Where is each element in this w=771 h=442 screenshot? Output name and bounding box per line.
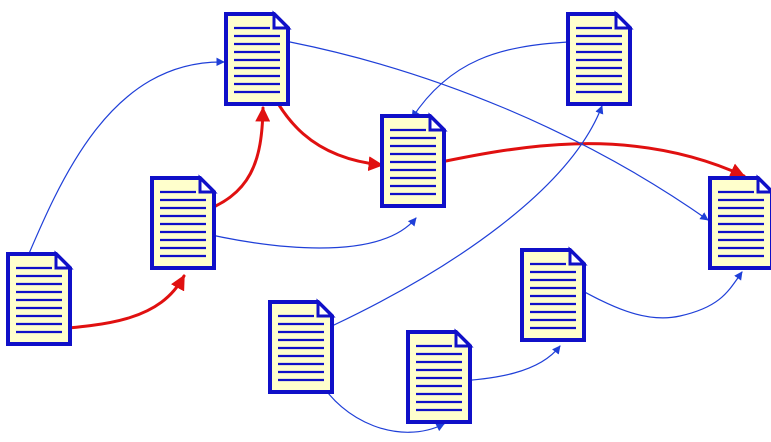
link-doc-1-to-doc-3 <box>21 57 225 271</box>
page-fold <box>428 112 448 132</box>
document-icon[interactable] <box>406 328 474 424</box>
document-icon[interactable] <box>268 298 336 394</box>
page-fold <box>568 246 588 266</box>
page-fold <box>756 174 771 194</box>
document-icon[interactable] <box>224 10 292 106</box>
link-doc-3-to-doc-6 <box>289 41 709 221</box>
page-fold <box>272 10 292 30</box>
document-icon[interactable] <box>566 10 634 106</box>
page-fold <box>454 328 474 348</box>
page-fold <box>54 250 74 270</box>
document-icon[interactable] <box>708 174 771 270</box>
document-icon[interactable] <box>380 112 448 208</box>
link-doc-5-to-doc-4 <box>411 41 569 119</box>
link-doc-7-to-doc-5 <box>333 105 604 326</box>
page-fold <box>316 298 336 318</box>
link-doc-4-to-doc-6 <box>410 142 746 178</box>
links-layer <box>21 41 746 433</box>
document-icon[interactable] <box>6 250 74 346</box>
page-fold <box>614 10 634 30</box>
page-fold <box>198 174 218 194</box>
document-icon[interactable] <box>150 174 218 270</box>
link-doc-9-to-doc-6 <box>565 271 743 319</box>
documents-layer <box>6 10 771 424</box>
document-icon[interactable] <box>520 246 588 342</box>
link-doc-2-to-doc-4 <box>189 217 417 249</box>
